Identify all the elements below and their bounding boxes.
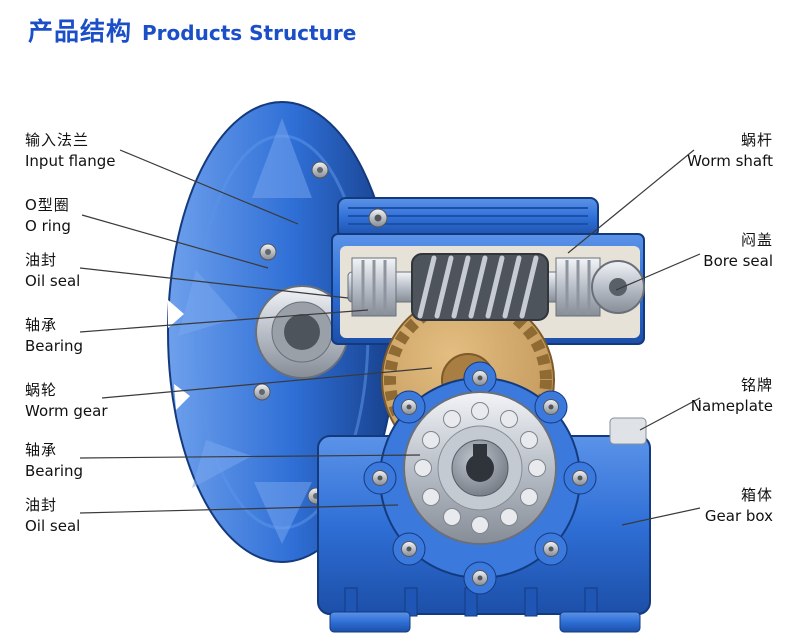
label-oil-seal-top-en: Oil seal: [25, 272, 81, 290]
label-nameplate-en: Nameplate: [690, 397, 773, 415]
leader-gear-box: [621, 507, 701, 526]
leader-worm-gear: [101, 367, 433, 399]
label-oil-seal-top: 油封 Oil seal: [25, 250, 80, 292]
label-bearing-bottom-zh: 轴承: [25, 441, 58, 459]
keyway-graphic: [473, 444, 487, 456]
leader-bearing-top: [79, 309, 369, 333]
foot-graphic: [329, 611, 411, 633]
title-en: Products Structure: [142, 21, 357, 45]
label-nameplate: 铭牌 Nameplate: [691, 375, 773, 417]
label-worm-gear-en: Worm gear: [25, 402, 108, 420]
label-worm-shaft: 蜗杆 Worm shaft: [687, 130, 773, 172]
leader-worm-shaft: [567, 149, 695, 254]
label-input-flange-en: Input flange: [25, 152, 116, 170]
label-bearing-bottom-en: Bearing: [25, 462, 84, 480]
worm-spiral-graphic: [411, 253, 549, 321]
label-gear-box: 箱体 Gear box: [705, 485, 773, 527]
label-o-ring-zh: O型圈: [25, 196, 70, 214]
label-bore-seal-zh: 闷盖: [740, 231, 773, 249]
page-title: 产品结构 Products Structure: [28, 12, 356, 48]
label-worm-shaft-zh: 蜗杆: [740, 131, 773, 149]
nameplate-graphic: [609, 417, 647, 445]
leader-oil-seal-top: [79, 267, 349, 299]
label-oil-seal-bottom: 油封 Oil seal: [25, 495, 80, 537]
label-o-ring: O型圈 O ring: [25, 195, 71, 237]
label-oil-seal-bottom-en: Oil seal: [25, 517, 81, 535]
output-bearing-graphic: [403, 391, 557, 545]
label-worm-gear-zh: 蜗轮: [25, 381, 58, 399]
label-worm-gear: 蜗轮 Worm gear: [25, 380, 108, 422]
label-worm-shaft-en: Worm shaft: [687, 152, 773, 170]
label-input-flange-zh: 输入法兰: [25, 131, 90, 149]
label-bearing-top: 轴承 Bearing: [25, 315, 83, 357]
leader-o-ring: [81, 214, 269, 269]
label-bore-seal-en: Bore seal: [703, 252, 773, 270]
title-zh: 产品结构: [28, 17, 133, 46]
label-oil-seal-top-zh: 油封: [25, 251, 58, 269]
input-hub-graphic: [255, 285, 349, 379]
label-oil-seal-bottom-zh: 油封: [25, 496, 58, 514]
flange-bolt-icon: [253, 161, 329, 505]
label-gear-box-zh: 箱体: [740, 486, 773, 504]
worm-bearing-left-graphic: [351, 257, 397, 317]
foot-graphic: [559, 611, 641, 633]
leader-oil-seal-bottom: [79, 504, 399, 514]
leader-input-flange: [119, 149, 299, 225]
label-gear-box-en: Gear box: [704, 507, 773, 525]
label-input-flange: 输入法兰 Input flange: [25, 130, 116, 172]
label-bearing-top-zh: 轴承: [25, 316, 58, 334]
face-bolt-icon: [372, 370, 588, 586]
label-bearing-bottom: 轴承 Bearing: [25, 440, 83, 482]
label-bore-seal: 闷盖 Bore seal: [703, 230, 773, 272]
worm-shaft-graphic: [347, 253, 645, 321]
leader-bore-seal: [615, 253, 701, 291]
leader-bearing-bottom: [79, 454, 421, 459]
label-bearing-top-en: Bearing: [25, 337, 84, 355]
label-o-ring-en: O ring: [25, 217, 71, 235]
bore-seal-graphic: [591, 260, 645, 314]
label-nameplate-zh: 铭牌: [740, 376, 773, 394]
leader-nameplate: [639, 397, 701, 431]
leader-lines: [79, 149, 701, 526]
